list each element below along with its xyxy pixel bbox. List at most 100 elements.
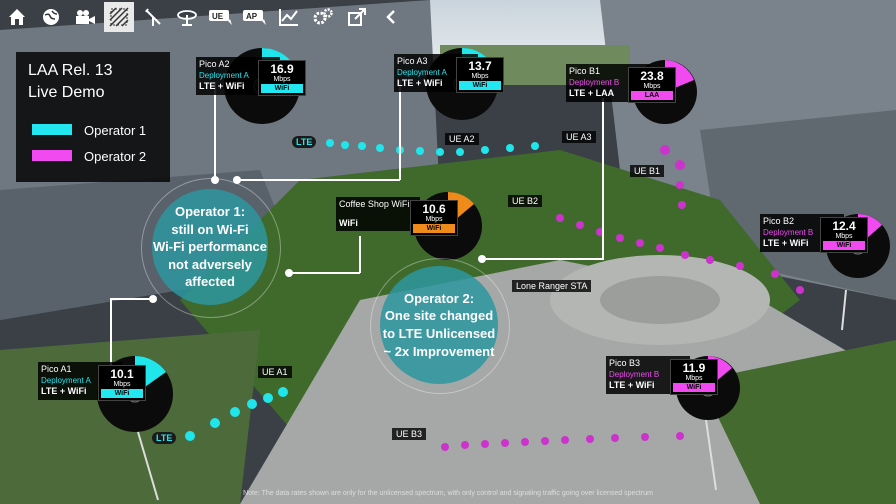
callout-line: affected [185, 274, 235, 290]
legend-title-line2: Live Demo [28, 84, 105, 101]
connector-dot [285, 269, 293, 277]
callout-line: One site changed [384, 308, 494, 324]
pico-tech: LTE + WiFi [199, 81, 245, 91]
satellite-dish-icon[interactable] [172, 2, 202, 32]
connector-line [482, 258, 604, 260]
pico-name: Pico A2 [199, 59, 230, 69]
pico-band: WiFi [673, 383, 715, 392]
pico-band: WiFi [459, 81, 501, 90]
operator2-swatch [32, 150, 72, 161]
ue-b1-label[interactable]: UE B1 [630, 165, 665, 177]
pico-rate-unit: Mbps [643, 83, 661, 90]
pico-rate-value: 11.9 [682, 361, 706, 375]
pico-tech: LTE + LAA [569, 88, 615, 98]
operator2-label: Operator 2 [84, 149, 147, 164]
pico-tech: LTE + WiFi [609, 380, 655, 390]
pico-band: WiFi [261, 84, 303, 93]
gears-icon[interactable] [308, 2, 338, 32]
pico-tech: LTE + WiFi [763, 238, 809, 248]
pico-rate-value: 16.9 [270, 62, 294, 76]
pico-tech: LTE + WiFi [397, 78, 443, 88]
pico-band: LAA [631, 91, 673, 100]
pico-rate-unit: Mbps [685, 375, 703, 382]
pico-rate-unit: Mbps [113, 381, 131, 388]
connector-dot [478, 255, 486, 263]
video-camera-icon[interactable] [70, 2, 100, 32]
operator1-label: Operator 1 [84, 123, 147, 138]
ap-icon-label: AP [246, 12, 258, 21]
callout-line: still on Wi-Fi [171, 221, 249, 237]
callout-line: not adversely [168, 256, 252, 272]
connector-line [214, 82, 216, 180]
pico-deployment: Deployment B [569, 78, 620, 87]
pico-rate-value: 10.6 [422, 202, 446, 216]
collapse-icon[interactable] [376, 2, 406, 32]
pico-band: WiFi [823, 241, 865, 250]
network-grid-icon[interactable] [104, 2, 134, 32]
connector-dot [149, 295, 157, 303]
connector-line [236, 179, 400, 181]
callout-line: to LTE Unlicensed [382, 326, 496, 341]
operator1-callout-ring [141, 178, 281, 318]
antenna-icon[interactable] [138, 2, 168, 32]
pico-name: Coffee Shop WiFi [339, 199, 410, 209]
pico-deployment: Deployment A [397, 68, 447, 77]
export-icon[interactable] [342, 2, 372, 32]
pico-rate-unit: Mbps [471, 73, 489, 80]
pico-deployment: Deployment B [609, 370, 660, 379]
callout-line: ~ 2x Improvement [383, 343, 495, 359]
legend-title-line1: LAA Rel. 13 [28, 62, 113, 79]
ue-a1-label[interactable]: UE A1 [258, 366, 292, 378]
pico-name: Pico A1 [41, 364, 72, 374]
toolbar: UE AP [0, 0, 406, 34]
pico-rate-box: 12.4 Mbps WiFi [820, 217, 868, 253]
pico-deployment: Deployment A [41, 376, 91, 385]
operator2-callout-ring [370, 258, 510, 394]
connector-dot [233, 176, 241, 184]
home-icon[interactable] [2, 2, 32, 32]
ue-b2-label[interactable]: UE B2 [508, 195, 543, 207]
ue-a3-label[interactable]: UE A3 [562, 131, 596, 143]
pico-name: Pico B1 [569, 66, 601, 76]
ue-icon[interactable]: UE [206, 2, 236, 32]
pico-rate-box: 10.1 Mbps WiFi [98, 365, 146, 401]
ap-icon[interactable]: AP [240, 2, 270, 32]
pico-deployment: Deployment A [199, 71, 249, 80]
connector-line [110, 298, 112, 368]
pico-name: Pico B2 [763, 216, 795, 226]
connector-line [359, 236, 361, 273]
pico-rate-box: 16.9 Mbps WiFi [258, 60, 306, 96]
pico-rate-box: 23.8 Mbps LAA [628, 67, 676, 103]
pico-rate-box: 10.6 Mbps WiFi [410, 200, 458, 236]
callout-line: Operator 1: [174, 204, 246, 220]
pico-rate-value: 10.1 [110, 367, 134, 381]
pico-rate-unit: Mbps [425, 216, 443, 223]
ue-b3-label[interactable]: UE B3 [392, 428, 427, 440]
operator2-callout: Operator 2: One site changed to LTE Unli… [380, 266, 498, 384]
lte-tag: LTE [292, 136, 317, 148]
callout-line: Operator 2: [403, 290, 475, 306]
connector-line [110, 298, 154, 300]
spacer [339, 210, 417, 218]
pico-rate-value: 12.4 [832, 219, 856, 233]
callout-line: Wi-Fi performance [152, 239, 267, 255]
line-chart-icon[interactable] [274, 2, 304, 32]
operator1-swatch [32, 124, 72, 135]
ue-icon-label: UE [212, 12, 224, 21]
connector-line [288, 272, 360, 274]
footnote: Note: The data rates shown are only for … [243, 490, 653, 497]
pico-rate-box: 11.9 Mbps WiFi [670, 359, 718, 395]
pico-tech: LTE + WiFi [41, 386, 87, 396]
pico-label: Coffee Shop WiFi WiFi [336, 197, 420, 231]
ue-a2-label[interactable]: UE A2 [445, 133, 479, 145]
lte-tag: LTE [152, 432, 177, 444]
pico-band: WiFi [101, 389, 143, 398]
connector-line [399, 80, 401, 180]
lone-ranger-sta-label[interactable]: Lone Ranger STA [512, 280, 592, 292]
pico-rate-unit: Mbps [273, 76, 291, 83]
pico-rate-value: 23.8 [640, 69, 664, 83]
pico-name: Pico A3 [397, 56, 428, 66]
connector-line [602, 98, 604, 259]
globe-icon[interactable] [36, 2, 66, 32]
pico-rate-box: 13.7 Mbps WiFi [456, 57, 504, 93]
